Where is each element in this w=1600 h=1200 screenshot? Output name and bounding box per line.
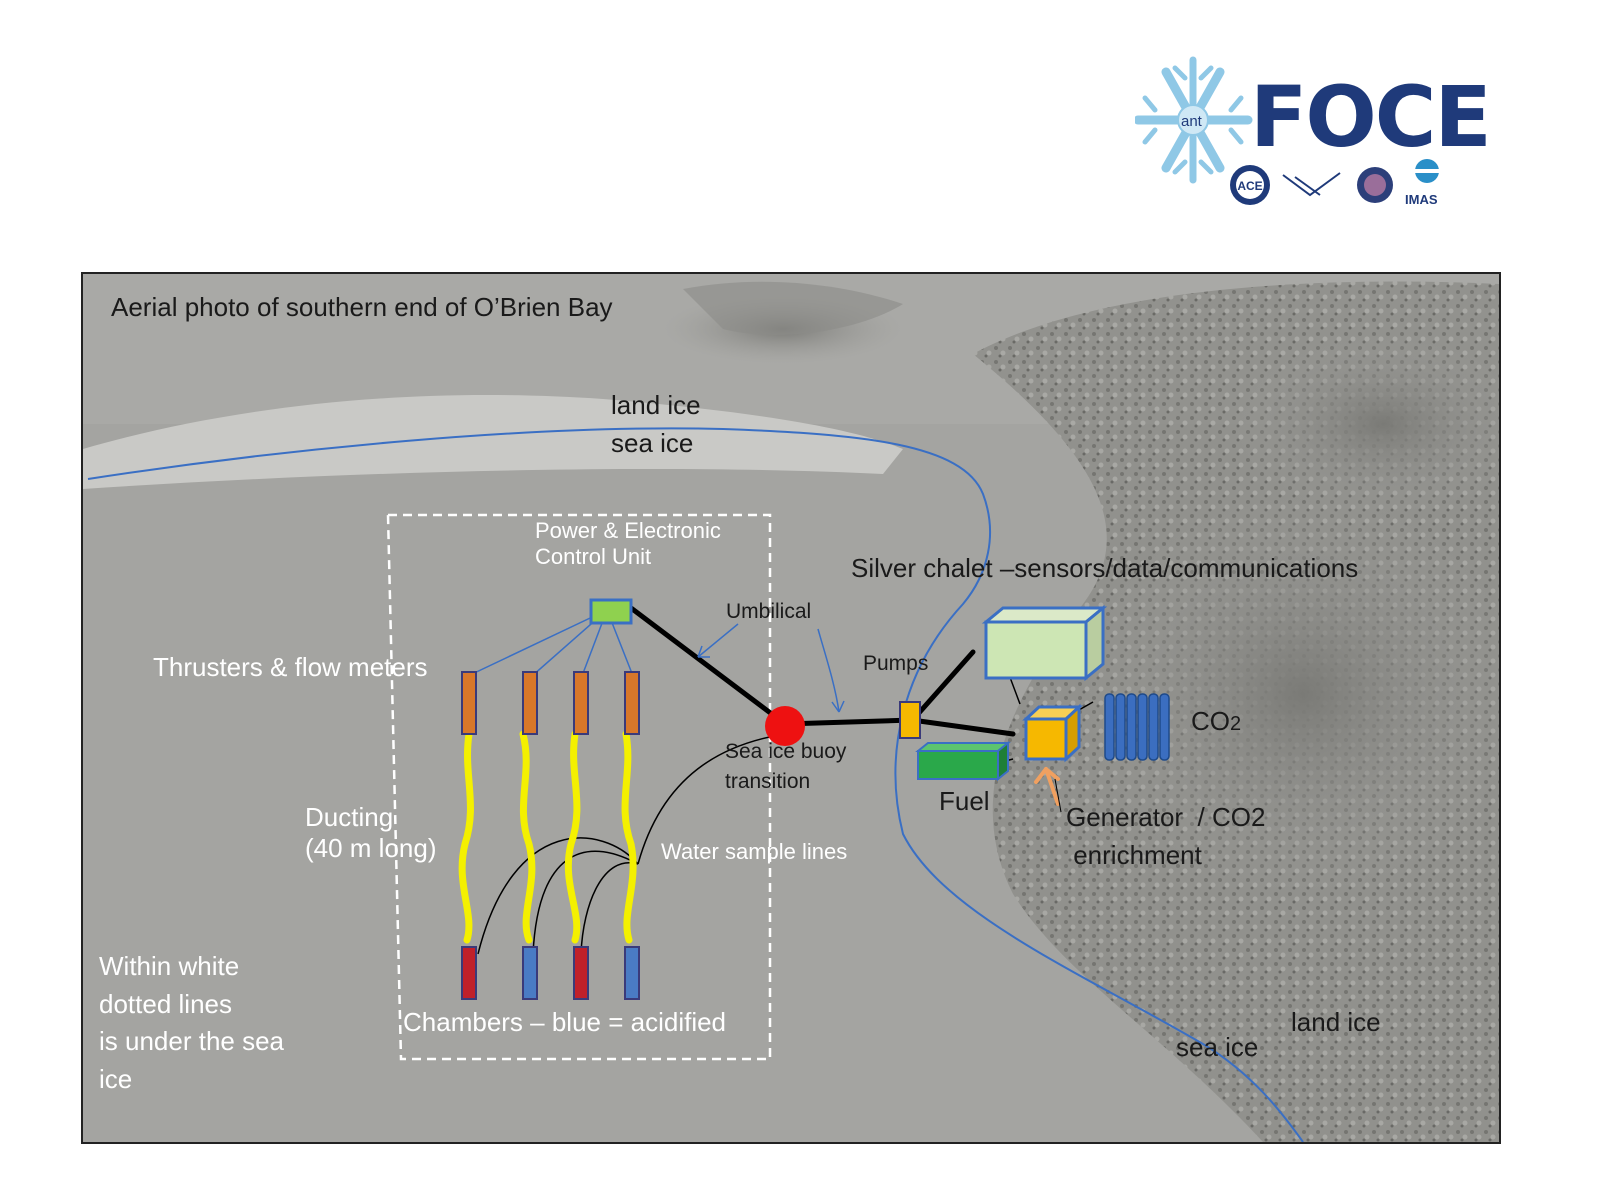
power-unit-label: Power & Electronic Control Unit — [535, 518, 721, 570]
generator-box — [1022, 703, 1083, 763]
sea-ice-label-bottom: sea ice — [1176, 1032, 1259, 1062]
pumps-label: Pumps — [863, 652, 929, 675]
co2-subscript: 2 — [1230, 713, 1242, 735]
logo-wordmark: FOCE — [1250, 68, 1492, 166]
fuel-label: Fuel — [939, 786, 990, 816]
co2-label: CO2 — [1191, 706, 1241, 737]
buoy-label: Sea ice buoy transition — [725, 740, 847, 794]
co2-tanks — [1104, 693, 1170, 761]
sea-ice-buoy — [765, 706, 805, 746]
co2-text: CO — [1191, 706, 1230, 736]
pumps-box — [899, 701, 921, 739]
land-ice-label-top: land ice — [611, 390, 701, 420]
umbilical-label: Umbilical — [726, 600, 812, 623]
logo-prefix: ant — [1181, 113, 1202, 130]
water-sample-lines-label: Water sample lines — [661, 839, 848, 864]
thrusters-label: Thrusters & flow meters — [153, 652, 428, 682]
land-ice-label-bottom: land ice — [1291, 1007, 1381, 1037]
foce-logo: ACE FOCE ant IMAS — [1133, 55, 1492, 215]
ducting-label: Ducting (40 m long) — [305, 802, 437, 864]
chambers — [461, 946, 640, 1000]
aerial-photo-diagram: Aerial photo of southern end of O’Brien … — [81, 272, 1501, 1144]
land-sea-boundary-line — [87, 427, 1304, 1142]
umbilical-cable — [628, 605, 1016, 737]
photo-title: Aerial photo of southern end of O’Brien … — [111, 292, 613, 322]
umbilical-pointers — [697, 623, 845, 713]
svg-text:ACE: ACE — [1237, 179, 1262, 193]
logo-partner-text: IMAS — [1405, 192, 1438, 207]
snowflake-icon: ACE — [1133, 56, 1439, 205]
system-diagram-overlay — [87, 427, 1304, 1142]
under-ice-note: Within white dotted lines is under the s… — [99, 951, 285, 1095]
sea-ice-label-top: sea ice — [611, 428, 694, 458]
silver-chalet-box — [981, 604, 1108, 682]
fuel-tank — [915, 740, 1011, 782]
generator-label: Generator / CO2 enrichment — [1066, 802, 1266, 870]
control-unit-box — [589, 598, 633, 625]
generator-pointer-arrow — [1034, 767, 1060, 806]
thrusters — [461, 671, 640, 735]
under-ice-dashed-region — [386, 513, 772, 1061]
chalet-label: Silver chalet –sensors/data/communicatio… — [851, 553, 1359, 583]
ducting-tubes — [458, 730, 637, 944]
chambers-label: Chambers – blue = acidified — [403, 1007, 727, 1037]
